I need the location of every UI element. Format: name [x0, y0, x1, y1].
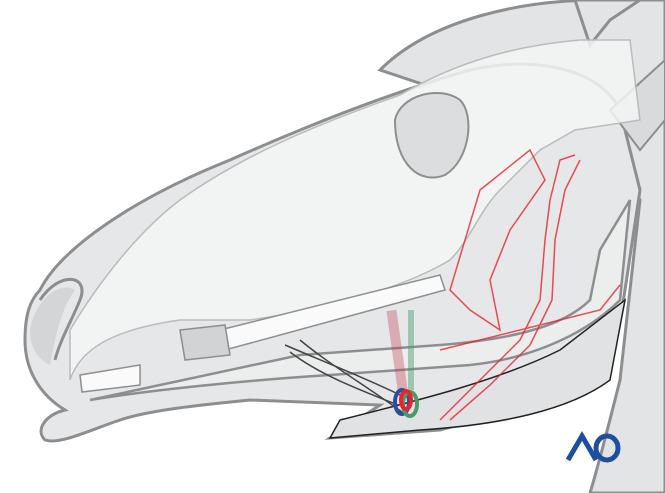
molar-region — [179, 324, 231, 361]
orbit — [393, 91, 470, 179]
nerve-green — [408, 310, 414, 390]
ear — [573, 0, 643, 49]
ao-logo — [565, 431, 621, 463]
nerve-bundle — [386, 309, 408, 391]
skull — [69, 39, 641, 381]
mandible — [89, 199, 632, 402]
nostril — [38, 277, 84, 361]
nose-shadow — [30, 287, 75, 365]
facial-artery — [439, 148, 621, 421]
wire-loops — [284, 339, 403, 413]
vessel-rings — [393, 388, 419, 418]
